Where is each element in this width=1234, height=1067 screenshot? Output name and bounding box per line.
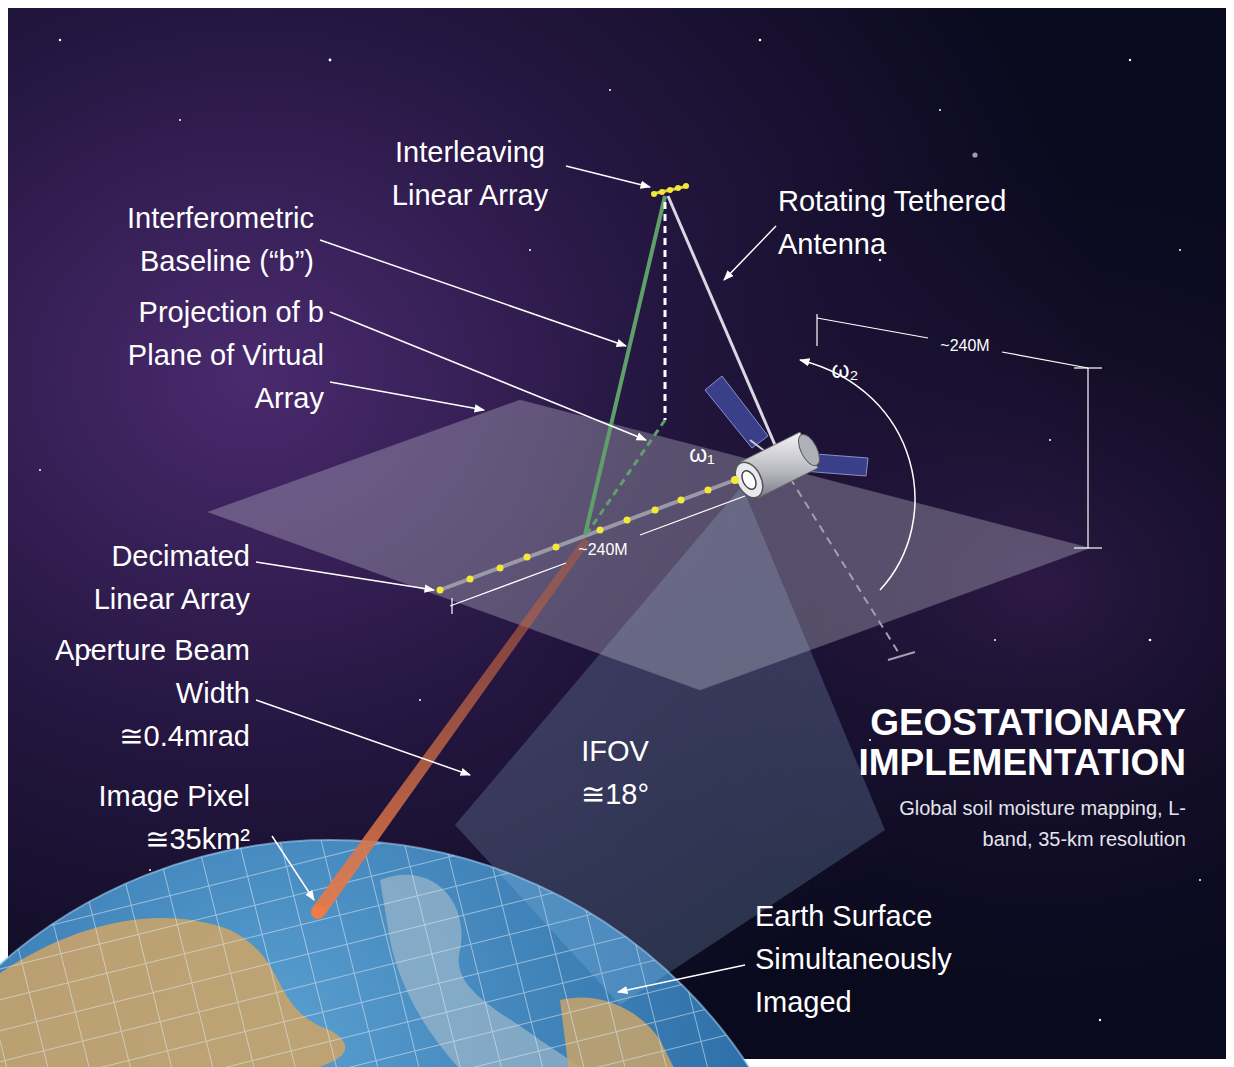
interleaving-linear-array [651,183,689,197]
array-label: Decimated Linear Array [35,535,250,621]
beam-label: Aperture Beam Width ≅0.4mrad [40,629,250,758]
projection-label: Projection of b [44,291,324,334]
pixel-label: Image Pixel ≅35km² [40,775,250,861]
antenna-label: Rotating Tethered Antenna [778,180,1078,266]
image-pixel [311,905,325,919]
aperture-beam [312,538,590,916]
array-label: Interleaving Linear Array [363,131,578,217]
leader-lines [256,166,776,992]
earth-label: Earth Surface Simultaneously Imaged [755,895,1015,1024]
plane-label: Plane of Virtual Array [99,334,324,420]
dimension-label: ~240M [925,336,1005,356]
caption: Global soil moisture mapping, L-band, 35… [886,793,1186,855]
ifov-label: IFOV ≅18° [565,730,665,816]
title: GEOSTATIONARY IMPLEMENTATION [766,703,1186,783]
rotation-axis [790,478,900,655]
angular-rate-label: ω₂ [825,356,865,384]
tether-dimension [817,314,1102,548]
interferometric-baseline [585,196,665,535]
virtual-array-plane [208,400,1090,690]
dimension-label: ~240M [563,540,643,560]
array-dimension [450,496,745,614]
vertical-projection [664,202,667,420]
baseline-projection [588,420,665,532]
rotation-arc [800,360,915,590]
satellite [705,376,868,502]
tether [668,196,778,452]
angular-rate-label: ω₁ [682,440,722,468]
baseline-label: Interferometric Baseline (“b”) [54,197,314,283]
decimated-linear-array [437,477,739,594]
